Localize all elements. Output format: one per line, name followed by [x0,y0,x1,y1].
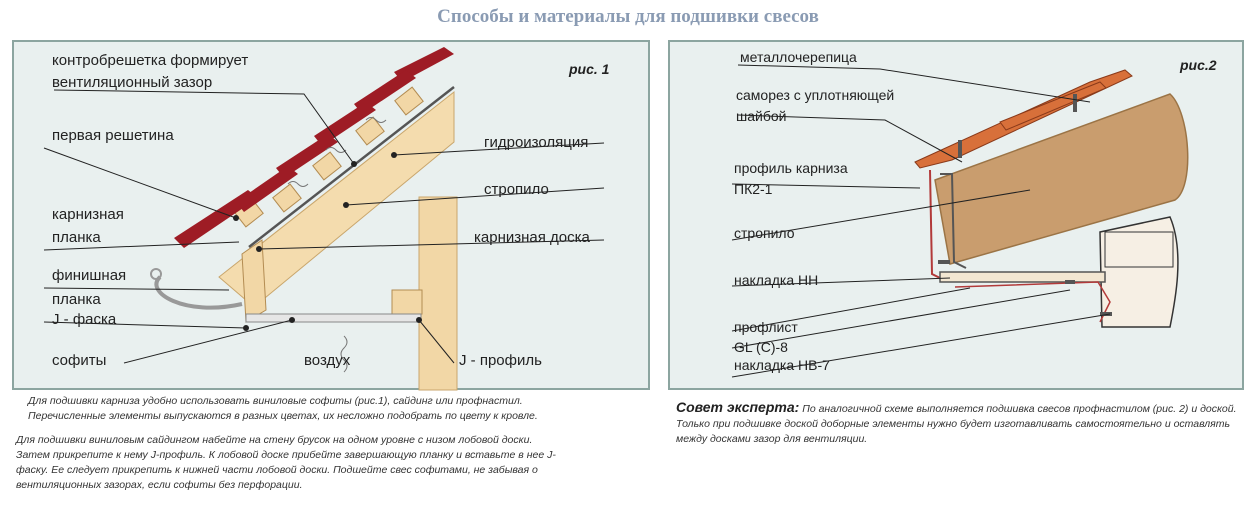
figure-2-panel: рис.2 металлочерепица саморез с уплотняю… [668,40,1244,390]
soffit [245,313,422,323]
figure-1-number: рис. 1 [568,61,610,77]
wall-block [391,289,423,315]
counter-batten [355,116,385,146]
label-eaves-profile-2: ПК2-1 [734,181,773,197]
rafter [218,90,455,308]
label-counter-batten-2: вентиляционный зазор [52,74,212,91]
counter-batten [394,86,424,116]
leader-lines [43,89,605,364]
label-eaves-profile-1: профиль карниза [734,160,848,176]
label-eaves-strip-1: карнизная [52,206,124,223]
label-counter-batten-1: контробрешетка формирует [52,52,248,69]
label-overlay-nn: накладка НН [734,272,818,288]
label-metal-tile: металлочерепица [740,49,857,65]
label-screw-2: шайбой [736,108,786,124]
note-2-line-4: вентиляционных зазорах, если софиты без … [16,479,303,491]
expert-tip-text: По аналогичной схеме выполняется подшивк… [676,403,1237,445]
soffit [939,271,1106,283]
gutter-hook [154,275,243,310]
note-2-line-1: Для подшивки виниловым сайдингом набейте… [16,434,533,446]
counter-batten [272,183,302,213]
label-air: воздух [304,352,351,369]
figure-1-diagram: рис. 1 контробрешетка формирует вентиляц… [43,47,610,391]
metal-tile [914,69,1133,169]
note-2-line-3: фаску. Ее следует прикрепить к нижней ча… [16,464,538,476]
fascia-board [241,239,267,323]
label-finish-strip-2: планка [52,291,101,308]
note-1-line-2: Перечисленные элементы выпускаются в раз… [28,410,538,422]
rafter [934,93,1189,265]
note-1-line-1: Для подшивки карниза удобно использовать… [28,395,523,407]
label-overlay-nv7: накладка НВ-7 [734,357,830,373]
screws [938,94,1112,316]
air-arrows [287,117,387,373]
label-eaves-strip-2: планка [52,229,101,246]
label-first-batten: первая решетина [52,127,174,144]
label-waterproofing: гидроизоляция [484,134,588,151]
label-screw-1: саморез с уплотняющей [736,87,894,103]
label-fascia-board: карнизная доска [474,229,591,246]
leader-dots [233,152,422,331]
label-rafter: стропило [484,181,549,198]
note-1: Для подшивки карниза удобно использовать… [28,394,648,424]
figure-2-diagram: рис.2 металлочерепица саморез с уплотняю… [731,49,1217,378]
figure-2-number: рис.2 [1179,57,1217,73]
expert-tip: Совет эксперта: По аналогичной схеме вып… [676,400,1242,447]
counter-batten [312,151,342,181]
note-2: Для подшивки виниловым сайдингом набейте… [16,433,656,493]
label-profiled-sheet: профлист [734,319,798,335]
wall-block [1104,231,1174,268]
leader-lines [731,64,1111,378]
expert-tip-heading: Совет эксперта: [676,399,800,415]
note-2-line-2: Затем прикрепите к нему J-профиль. К лоб… [16,449,556,461]
page-title: Способы и материалы для подшивки свесов [437,6,819,27]
wall-post [418,196,458,391]
label-soffits: софиты [52,352,106,369]
label-gl-c8: GL (С)-8 [734,339,788,355]
roof-tiles [174,47,454,248]
waterproofing [248,86,455,248]
label-j-chamfer: J - фаска [52,311,117,328]
label-rafter: стропило [734,225,795,241]
label-j-profile: J - профиль [459,352,542,369]
figure-1-panel: рис. 1 контробрешетка формирует вентиляц… [12,40,650,391]
label-finish-strip-1: финишная [52,267,126,284]
